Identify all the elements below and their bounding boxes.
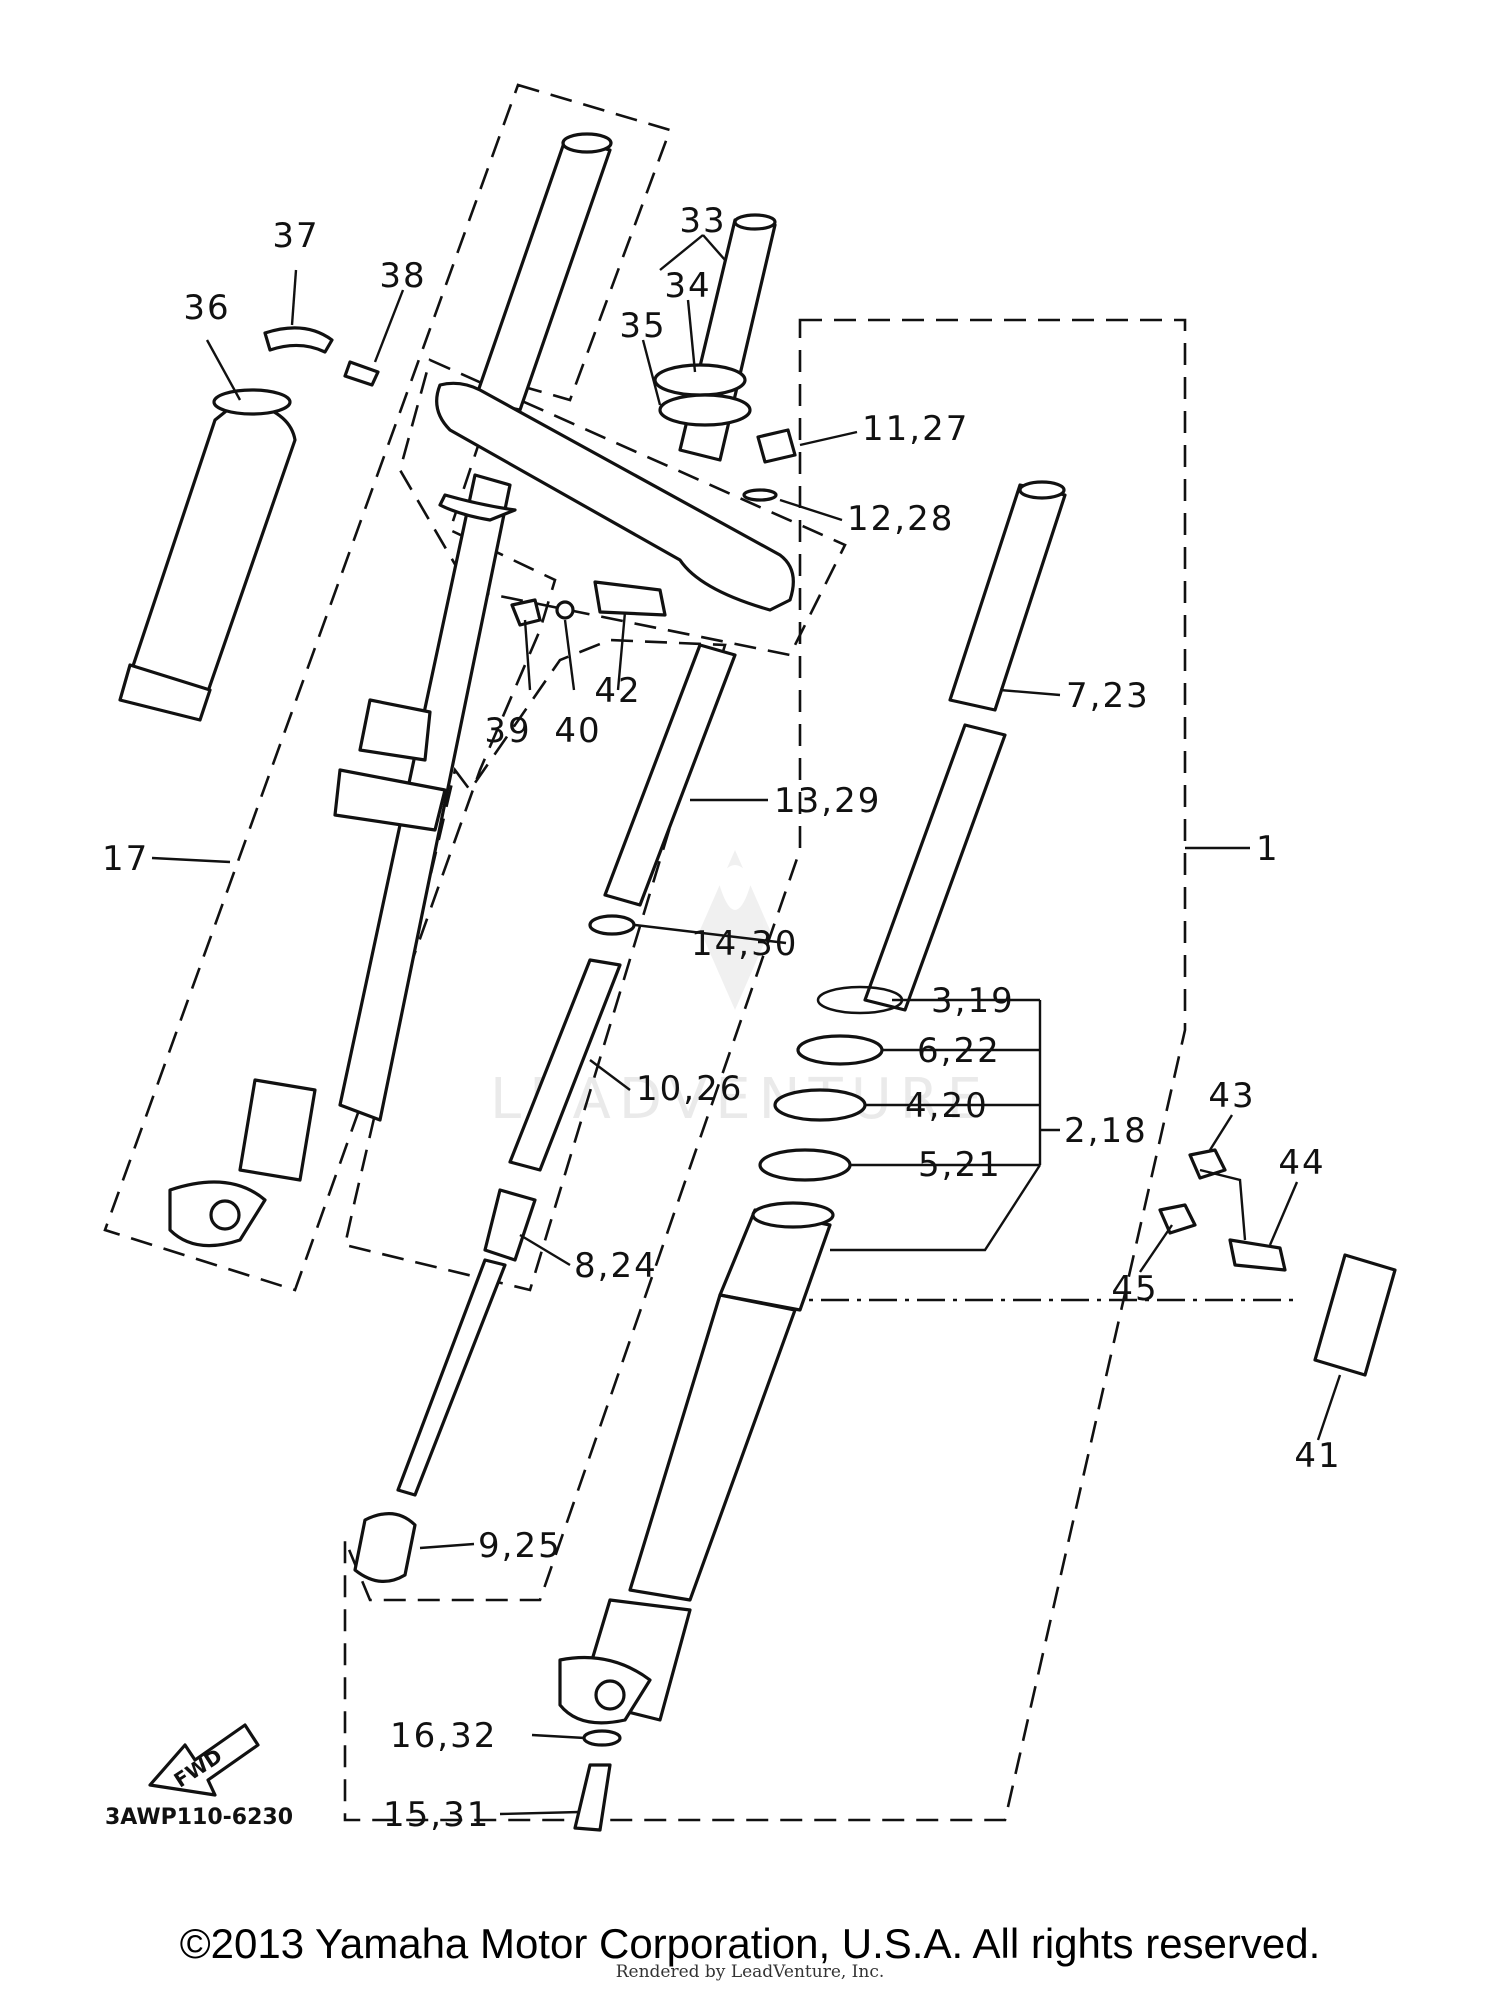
callout-7-23: 7,23 xyxy=(1066,676,1150,716)
part-38-screw xyxy=(343,360,380,387)
part-14-30-spring-seat xyxy=(588,914,636,936)
part-6-22-dust-seal xyxy=(796,1034,884,1066)
group-outline-fork-assembly xyxy=(343,318,1187,1822)
part-44-bracket xyxy=(1228,1238,1287,1272)
part-16-32-washer xyxy=(582,1729,622,1747)
drawing-code: 3AWP110-6230 xyxy=(105,1805,293,1830)
callout-36: 36 xyxy=(183,288,230,328)
callout-3-19: 3,19 xyxy=(931,981,1015,1021)
copyright-notice: ©2013 Yamaha Motor Corporation, U.S.A. A… xyxy=(179,1920,1321,1967)
part-37-band xyxy=(263,326,334,354)
part-43-nut xyxy=(1188,1148,1227,1180)
part-7-23-inner-tube xyxy=(863,480,1067,1012)
part-9-25-oil-lock xyxy=(353,1512,417,1583)
leader-lines xyxy=(151,234,1342,1816)
callout-35: 35 xyxy=(619,306,666,346)
part-10-26-fork-spring xyxy=(508,958,622,1172)
callout-40: 40 xyxy=(554,711,601,751)
watermark-logo xyxy=(700,850,770,1010)
callout-6-22: 6,22 xyxy=(917,1031,1001,1071)
part-45-bolt xyxy=(1158,1203,1197,1235)
fwd-arrow-icon: FWD xyxy=(148,1723,260,1797)
part-13-29-spacer xyxy=(603,643,737,907)
callout-12-28: 12,28 xyxy=(847,499,954,539)
part-8-24-damper-rod xyxy=(396,1188,537,1497)
part-12-28-o-ring xyxy=(742,488,778,502)
callout-17: 17 xyxy=(102,839,149,879)
part-2-18-outer-tube xyxy=(558,1201,835,1725)
part-5-21-bushing xyxy=(758,1148,852,1182)
callout-13-29: 13,29 xyxy=(774,781,881,821)
callout-2-18: 2,18 xyxy=(1064,1111,1148,1151)
rendered-by-note: Rendered by LeadVenture, Inc. xyxy=(615,1962,885,1982)
part-42-reflector xyxy=(1313,1253,1397,1377)
callout-9-25: 9,25 xyxy=(478,1526,562,1566)
callout-14-30: 14,30 xyxy=(691,924,798,964)
callout-33: 33 xyxy=(679,201,726,241)
callout-37: 37 xyxy=(272,216,319,256)
part-41-hose-guide xyxy=(593,580,667,617)
callout-15-31: 15,31 xyxy=(383,1795,490,1835)
callout-44: 44 xyxy=(1278,1143,1325,1183)
part-39-bolt xyxy=(510,598,542,627)
part-under-bracket xyxy=(435,213,795,612)
part-11-27-cap-bolt xyxy=(756,428,797,464)
callout-41: 42 xyxy=(594,671,641,711)
group-outline-damper-rod xyxy=(343,638,727,1292)
callout-43: 43 xyxy=(1208,1076,1255,1116)
part-40-washer xyxy=(555,600,575,620)
callout-5-21: 5,21 xyxy=(918,1145,1002,1185)
callout-34: 34 xyxy=(664,266,711,306)
part-15-31-bolt xyxy=(573,1763,612,1832)
group-outline-outer-tube xyxy=(103,83,672,1292)
callout-1: 1 xyxy=(1256,829,1280,869)
callout-39: 39 xyxy=(484,711,531,751)
callout-4-20: 4,20 xyxy=(905,1086,989,1126)
group-outline-triple-clamp xyxy=(398,358,847,657)
part-4-20-oil-seal xyxy=(773,1088,867,1122)
part-17-fork-leg xyxy=(168,132,613,1248)
callout-45: 45 xyxy=(1111,1269,1158,1309)
callout-42: 41 xyxy=(1294,1436,1341,1476)
callout-16-32: 16,32 xyxy=(390,1716,497,1756)
callout-10-26: 10,26 xyxy=(636,1069,743,1109)
part-36-fork-boot xyxy=(118,388,297,722)
callout-8-24: 8,24 xyxy=(574,1246,658,1286)
callout-38: 38 xyxy=(379,256,426,296)
callout-11-27: 11,27 xyxy=(862,409,969,449)
